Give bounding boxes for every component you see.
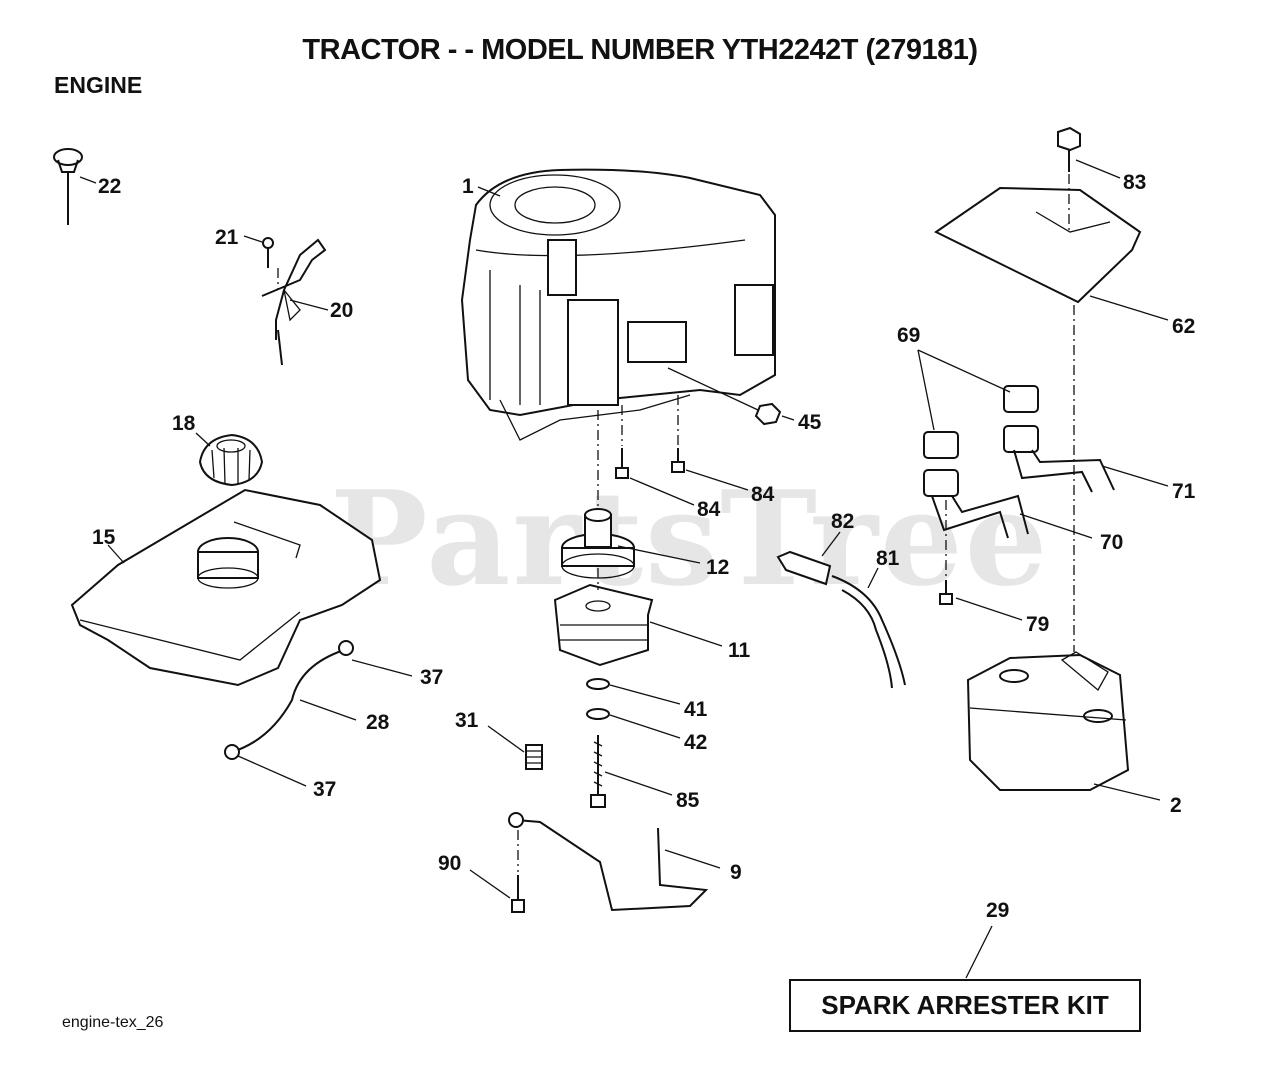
- part-79-bolt[interactable]: [939, 580, 953, 605]
- part-12-pulley[interactable]: [561, 508, 635, 579]
- part-28-fuel-line[interactable]: [224, 640, 354, 760]
- part-62-heat-shield[interactable]: [934, 186, 1142, 304]
- callout-90: 90: [438, 852, 461, 875]
- part-18-fuel-cap[interactable]: [198, 433, 264, 487]
- callout-81: 81: [876, 547, 900, 570]
- part-42-washer[interactable]: [586, 708, 610, 720]
- part-84-bolts[interactable]: [615, 448, 685, 479]
- section-title: ENGINE: [54, 72, 143, 98]
- callout-37a: 37: [420, 666, 443, 689]
- callout-79: 79: [1026, 613, 1049, 636]
- part-90-bolt[interactable]: [511, 875, 525, 913]
- part-41-washer[interactable]: [586, 678, 610, 690]
- callout-37b: 37: [313, 778, 336, 801]
- part-85-bolt[interactable]: [590, 735, 606, 808]
- callout-82: 82: [831, 510, 854, 533]
- callout-62: 62: [1172, 315, 1195, 338]
- callout-42: 42: [684, 731, 707, 754]
- callout-1: 1: [462, 175, 474, 198]
- callout-18: 18: [172, 412, 196, 435]
- part-1-engine[interactable]: [460, 168, 776, 441]
- callout-15: 15: [92, 526, 116, 549]
- callout-labels: 1 2 9 11 12 15 18 20 21 22 28 29 31 37 3…: [92, 171, 1196, 922]
- callout-84a: 84: [697, 498, 721, 521]
- callout-83: 83: [1123, 171, 1146, 194]
- callout-28: 28: [366, 711, 390, 734]
- page-title: TRACTOR - - MODEL NUMBER YTH2242T (27918…: [302, 34, 978, 66]
- part-15-fuel-tank[interactable]: [70, 488, 382, 687]
- callout-71: 71: [1172, 480, 1196, 503]
- part-70-exhaust-pipe[interactable]: [923, 469, 1029, 539]
- callout-45: 45: [798, 411, 822, 434]
- callout-21: 21: [215, 226, 239, 249]
- spark-arrester-kit-label: SPARK ARRESTER KIT: [821, 990, 1109, 1020]
- callout-85: 85: [676, 789, 700, 812]
- leader-lines: [79, 159, 1169, 979]
- callout-41: 41: [684, 698, 708, 721]
- part-69-gaskets[interactable]: [923, 385, 1039, 459]
- part-22-plunger[interactable]: [53, 148, 83, 225]
- part-83-screw[interactable]: [1057, 126, 1081, 172]
- callout-20: 20: [330, 299, 353, 322]
- spark-arrester-kit-box[interactable]: SPARK ARRESTER KIT: [789, 979, 1141, 1032]
- callout-29: 29: [986, 899, 1009, 922]
- part-45-nut[interactable]: [667, 367, 782, 426]
- callout-12: 12: [706, 556, 729, 579]
- part-81-hose[interactable]: [831, 575, 906, 689]
- callout-69: 69: [897, 324, 920, 347]
- callout-70: 70: [1100, 531, 1123, 554]
- part-71-exhaust-pipe[interactable]: [1003, 425, 1115, 493]
- part-82-fitting[interactable]: [776, 550, 832, 586]
- callout-2: 2: [1170, 794, 1182, 817]
- part-31-spring[interactable]: [525, 744, 543, 770]
- callout-11: 11: [728, 639, 751, 662]
- footer-code: engine-tex_26: [62, 1014, 164, 1031]
- callout-84b: 84: [751, 483, 775, 506]
- part-11-pto-clutch[interactable]: [553, 583, 654, 667]
- callout-31: 31: [455, 709, 479, 732]
- callout-22: 22: [98, 175, 121, 198]
- part-2-muffler[interactable]: [966, 651, 1130, 791]
- callout-9: 9: [730, 861, 742, 884]
- alignment-lines: [277, 174, 1075, 872]
- part-9-rod[interactable]: [508, 812, 709, 912]
